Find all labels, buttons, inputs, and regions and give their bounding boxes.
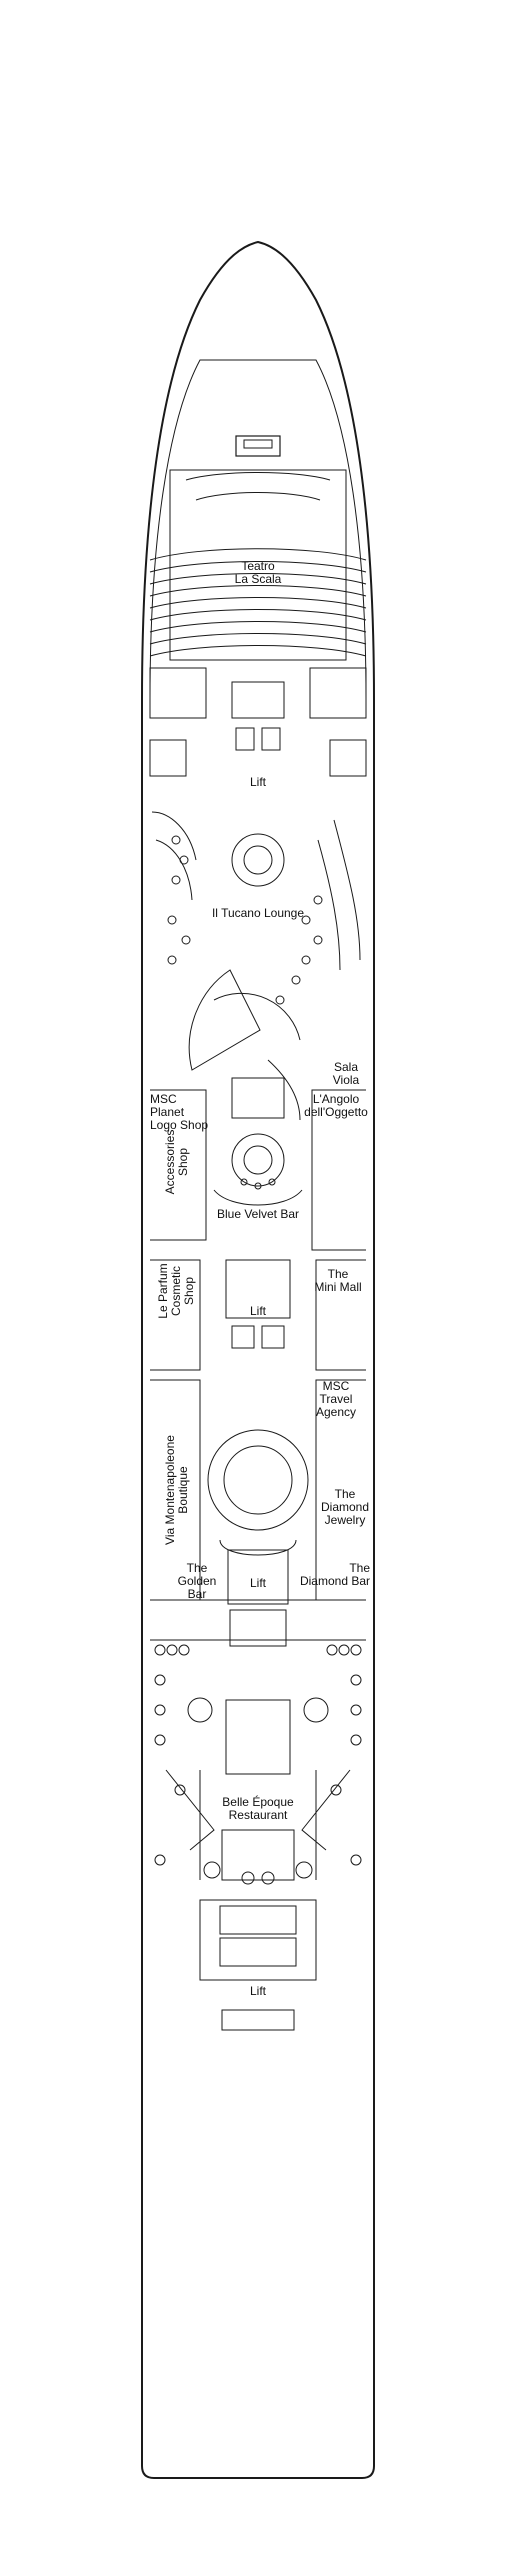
table-markers xyxy=(154,1644,362,1885)
venue-blue-velvet-bar: Blue Velvet Bar xyxy=(216,1207,300,1221)
venue-label-line: dell'Oggetto xyxy=(304,1105,368,1119)
lift-label: Lift xyxy=(249,1576,266,1590)
lounge-area xyxy=(151,811,361,1121)
venue-label-line: Shop xyxy=(176,1147,190,1177)
venue-the-mini-mall: The Mini Mall xyxy=(306,1268,370,1294)
venue-label-line: Jewelry xyxy=(324,1513,366,1527)
forward-lift-block xyxy=(149,667,367,777)
seating-markers xyxy=(167,835,323,1190)
venue-the-diamond-jewelry: The Diamond Jewelry xyxy=(318,1488,372,1527)
venue-il-tucano-lounge: Il Tucano Lounge xyxy=(211,906,305,920)
blue-velvet-area xyxy=(213,1077,303,1206)
bow-mooring xyxy=(235,435,281,457)
venue-label-line: Bar xyxy=(187,1587,207,1601)
venue-label-line: MSC xyxy=(322,1379,350,1393)
venue-label-line: La Scala xyxy=(234,572,282,586)
venue-msc-travel-agency: MSC Travel Agency xyxy=(304,1380,368,1419)
shops-outline xyxy=(150,1089,366,1601)
lift-label: Lift xyxy=(249,1304,266,1318)
venue-label-line: Boutique xyxy=(176,1466,190,1514)
venue-label-line: The xyxy=(334,1487,356,1501)
venue-accessories-shop: Accessories Shop xyxy=(163,1122,192,1202)
venue-label-line: Diamond Bar xyxy=(299,1574,370,1588)
venue-msc-planet-logo-shop: MSC Planet Logo Shop xyxy=(150,1093,210,1132)
aft-lift-block xyxy=(199,1899,317,2031)
venue-label-line: Agency xyxy=(315,1405,357,1419)
venue-the-golden-bar: The Golden Bar xyxy=(172,1562,222,1601)
hull-outline xyxy=(141,240,375,2479)
venue-label-line: Shop xyxy=(182,1276,196,1306)
venue-label-line: MSC xyxy=(150,1092,177,1106)
venue-label-line: Diamond xyxy=(320,1500,370,1514)
venue-the-diamond-bar: The Diamond Bar xyxy=(286,1562,370,1588)
lift-label: Lift xyxy=(249,1984,266,1998)
venue-label-line: L'Angolo xyxy=(312,1092,360,1106)
deck-edge xyxy=(149,359,367,701)
mid-lift-block xyxy=(150,1259,366,1371)
venue-teatro-la-scala: Teatro La Scala xyxy=(228,560,288,586)
lift-label: Lift xyxy=(249,775,266,789)
venue-label-line: Mini Mall xyxy=(314,1280,362,1294)
venue-label-line: Belle Époque xyxy=(222,1795,294,1809)
venue-label-line: Travel xyxy=(319,1392,353,1406)
venue-belle-epoque-restaurant: Belle Époque Restaurant xyxy=(208,1796,308,1822)
venue-label-line: Golden xyxy=(177,1574,217,1588)
theatre-area xyxy=(149,469,367,661)
venue-le-parfum-cosmetic-shop: Le Parfum Cosmetic Shop xyxy=(156,1249,199,1333)
venue-label-line: Logo Shop xyxy=(150,1118,209,1132)
venue-label-line: Planet xyxy=(150,1105,185,1119)
atrium xyxy=(207,1429,309,1647)
venue-langolo-delloggetto: L'Angolo dell'Oggetto xyxy=(296,1093,376,1119)
venue-sala-viola: Sala Viola xyxy=(326,1061,366,1087)
venue-label-line: The xyxy=(327,1267,349,1281)
venue-label-line: Restaurant xyxy=(228,1808,288,1822)
venue-via-montenapoleone-boutique: Via Montenapoleone Boutique xyxy=(163,1430,192,1550)
restaurant-area xyxy=(150,1639,366,1881)
venue-label-line: Viola xyxy=(332,1073,360,1087)
venue-label-line: Sala xyxy=(333,1060,359,1074)
venue-label-line: The xyxy=(186,1561,208,1575)
venue-label-line: Teatro xyxy=(241,559,275,573)
venue-label-line: The xyxy=(349,1561,370,1575)
